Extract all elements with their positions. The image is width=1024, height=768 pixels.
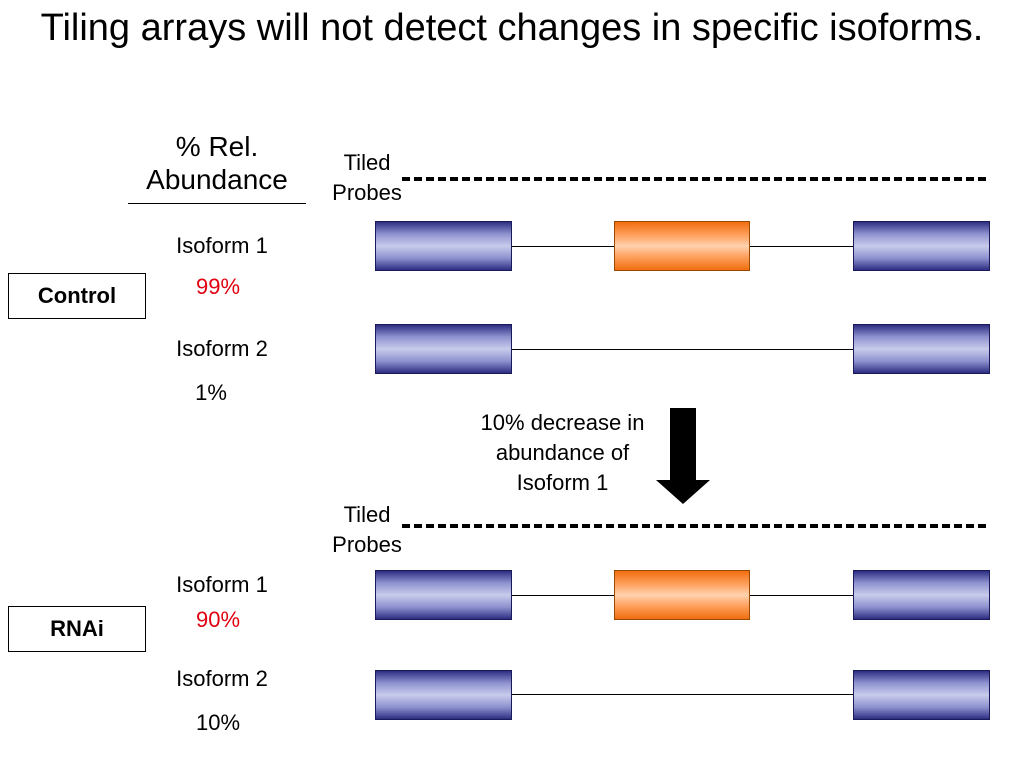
down-arrow-icon [656,408,710,504]
rel-abundance-underline [128,203,306,204]
control-iso1-intron-2 [750,246,853,247]
rnai-iso1-exon-1 [375,570,512,620]
rnai-isoform-2-label: Isoform 2 [176,666,268,691]
rnai-iso2-exon-1 [375,670,512,720]
control-group-box: Control [8,273,146,319]
control-iso2-intron [512,349,853,350]
tiled-probes-line-control [402,177,986,181]
rnai-iso1-intron-1 [512,595,614,596]
control-iso1-exon-1 [375,221,512,271]
control-isoform-1-label: Isoform 1 [176,233,268,258]
tiled-probes-label-control: Tiled Probes [332,150,402,205]
rnai-isoform-2-percent: 10% [195,710,241,735]
tiled-probes-line-rnai [402,524,986,528]
control-iso2-exon-1 [375,324,512,374]
rnai-iso1-intron-2 [750,595,853,596]
slide-title: Tiling arrays will not detect changes in… [40,7,984,49]
control-isoform-2-label: Isoform 2 [176,336,268,361]
rnai-iso2-exon-2 [853,670,990,720]
rel-abundance-header: % Rel. Abundance [146,131,288,195]
control-iso2-exon-2 [853,324,990,374]
rnai-isoform-1-label: Isoform 1 [176,572,268,597]
decrease-annotation: 10% decrease in abundance of Isoform 1 [480,410,645,495]
control-iso1-exon-3 [853,221,990,271]
control-iso1-intron-1 [512,246,614,247]
control-iso1-alt-exon [614,221,750,271]
control-isoform-2-percent: 1% [195,380,227,405]
rnai-group-box: RNAi [8,606,146,652]
rnai-iso2-intron [512,694,853,695]
rnai-iso1-alt-exon [614,570,750,620]
control-isoform-1-percent: 99% [195,274,241,299]
tiled-probes-label-rnai: Tiled Probes [332,502,402,557]
rnai-isoform-1-percent: 90% [195,607,241,632]
rnai-iso1-exon-3 [853,570,990,620]
